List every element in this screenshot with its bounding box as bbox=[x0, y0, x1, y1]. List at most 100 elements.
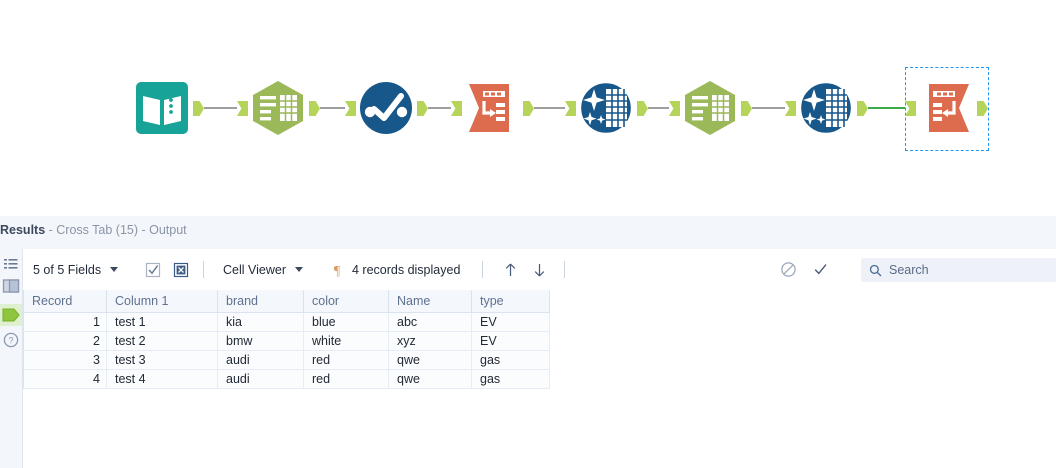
input-anchor[interactable] bbox=[565, 101, 576, 116]
table-cell[interactable]: qwe bbox=[388, 369, 472, 389]
chevron-down-icon[interactable] bbox=[110, 267, 119, 272]
fields-label: 5 of 5 Fields bbox=[33, 262, 102, 277]
panel-layout-icon[interactable] bbox=[2, 277, 20, 295]
table-cell[interactable]: white bbox=[303, 331, 389, 351]
scroll-up-button[interactable] bbox=[502, 249, 519, 290]
data-cleansing-tool[interactable] bbox=[797, 79, 855, 137]
deselect-all-fields-button[interactable] bbox=[173, 249, 189, 290]
table-cell[interactable]: kia bbox=[217, 312, 304, 332]
output-anchor[interactable] bbox=[417, 101, 428, 116]
output-anchor[interactable] bbox=[309, 101, 320, 116]
column-header-record[interactable]: Record bbox=[23, 290, 107, 313]
data-cleansing-tool[interactable] bbox=[577, 79, 635, 137]
clear-filter-button[interactable] bbox=[780, 249, 797, 290]
input-anchor[interactable] bbox=[451, 101, 462, 116]
table-cell[interactable]: 4 bbox=[23, 369, 107, 389]
pilcrow-button[interactable]: ¶ bbox=[330, 249, 344, 290]
results-toolbar: 5 of 5 Fields bbox=[23, 249, 1056, 291]
table-cell[interactable]: test 1 bbox=[106, 312, 218, 332]
table-cell[interactable]: red bbox=[303, 350, 389, 370]
results-title: Results - Cross Tab (15) - Output bbox=[0, 223, 187, 237]
cross-tab-tool[interactable] bbox=[463, 79, 521, 137]
filter-tool[interactable] bbox=[357, 79, 415, 137]
connector-wire[interactable] bbox=[534, 107, 565, 109]
table-cell[interactable]: 2 bbox=[23, 331, 107, 351]
tool-output-hex-icon[interactable] bbox=[0, 304, 22, 326]
connector-wire[interactable] bbox=[320, 107, 345, 109]
help-icon[interactable]: ? bbox=[2, 331, 20, 349]
column-header-column-1[interactable]: Column 1 bbox=[106, 290, 218, 313]
output-anchor[interactable] bbox=[977, 101, 988, 116]
connector-wire[interactable] bbox=[868, 107, 905, 109]
table-cell[interactable]: audi bbox=[217, 350, 304, 370]
tool-selection-box bbox=[905, 67, 989, 151]
table-cell[interactable]: test 3 bbox=[106, 350, 218, 370]
apply-button[interactable] bbox=[812, 249, 829, 290]
table-cell[interactable]: 1 bbox=[23, 312, 107, 332]
select-all-fields-button[interactable] bbox=[145, 249, 161, 290]
output-anchor[interactable] bbox=[741, 101, 752, 116]
input-data-tool[interactable] bbox=[133, 79, 191, 137]
toolbar-separator-2 bbox=[482, 249, 483, 290]
input-anchor[interactable] bbox=[345, 101, 356, 116]
records-label: 4 records displayed bbox=[352, 262, 461, 277]
fields-selector[interactable]: 5 of 5 Fields bbox=[33, 249, 119, 290]
check-icon bbox=[814, 264, 827, 275]
table-cell[interactable]: abc bbox=[388, 312, 472, 332]
ban-icon bbox=[781, 262, 796, 277]
connector-wire[interactable] bbox=[648, 107, 669, 109]
search-input[interactable]: Search bbox=[861, 258, 1056, 282]
cell-viewer-selector[interactable]: Cell Viewer bbox=[223, 249, 303, 290]
workflow-canvas[interactable] bbox=[0, 0, 1056, 216]
table-cell[interactable]: bmw bbox=[217, 331, 304, 351]
checkbox-checked-icon bbox=[145, 262, 161, 277]
connector-wire[interactable] bbox=[752, 107, 785, 109]
table-cell[interactable]: test 4 bbox=[106, 369, 218, 389]
output-anchor[interactable] bbox=[523, 101, 534, 116]
output-anchor[interactable] bbox=[637, 101, 648, 116]
table-cell[interactable]: gas bbox=[471, 369, 550, 389]
checkbox-x-icon bbox=[173, 262, 189, 277]
input-anchor[interactable] bbox=[237, 101, 248, 116]
table-cell[interactable]: blue bbox=[303, 312, 389, 332]
column-header-brand[interactable]: brand bbox=[217, 290, 304, 313]
table-cell[interactable]: EV bbox=[471, 312, 550, 332]
column-header-type[interactable]: type bbox=[471, 290, 550, 313]
output-anchor[interactable] bbox=[193, 101, 204, 116]
table-cell[interactable]: qwe bbox=[388, 350, 472, 370]
connector-wire[interactable] bbox=[428, 107, 451, 109]
toolbar-separator-1 bbox=[203, 249, 204, 290]
table-cell[interactable]: test 2 bbox=[106, 331, 218, 351]
table-cell[interactable]: xyz bbox=[388, 331, 472, 351]
arrow-down-icon bbox=[534, 263, 545, 276]
table-cell[interactable]: 3 bbox=[23, 350, 107, 370]
search-icon bbox=[869, 264, 882, 276]
workflow-chain bbox=[0, 0, 1056, 216]
table-cell[interactable]: audi bbox=[217, 369, 304, 389]
output-anchor[interactable] bbox=[857, 101, 868, 116]
input-anchor[interactable] bbox=[785, 101, 796, 116]
list-view-icon[interactable] bbox=[2, 255, 20, 273]
connector-wire[interactable] bbox=[204, 107, 237, 109]
table-cell[interactable]: gas bbox=[471, 350, 550, 370]
cross-tab-tool-selected[interactable] bbox=[917, 79, 975, 137]
select-tool[interactable] bbox=[681, 79, 739, 137]
select-tool[interactable] bbox=[249, 79, 307, 137]
table-cell[interactable]: EV bbox=[471, 331, 550, 351]
column-header-name[interactable]: Name bbox=[388, 290, 472, 313]
input-anchor[interactable] bbox=[669, 101, 680, 116]
input-anchor[interactable] bbox=[905, 101, 916, 116]
table-cell[interactable]: red bbox=[303, 369, 389, 389]
chevron-down-icon[interactable] bbox=[295, 267, 303, 272]
toolbar-separator-3 bbox=[564, 249, 565, 290]
column-header-color[interactable]: color bbox=[303, 290, 389, 313]
scroll-down-button[interactable] bbox=[531, 249, 548, 290]
results-title-bold: Results bbox=[0, 223, 46, 237]
